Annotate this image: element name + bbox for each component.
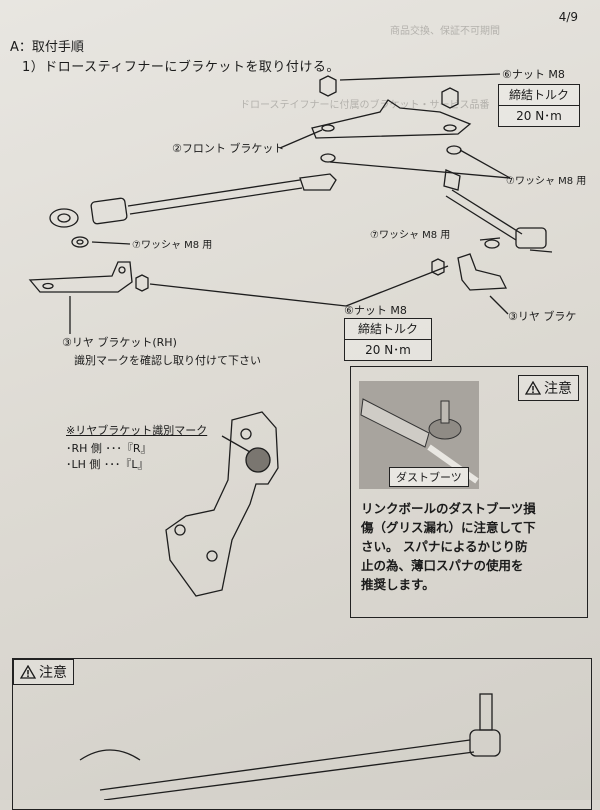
washer-label-mid: ⑦ワッシャ M8 用 [370, 230, 451, 241]
caution-line: リンクボールのダストブーツ損 [361, 501, 536, 516]
caution-body: リンクボールのダストブーツ損 傷（グリス漏れ）に注意して下 さい。 スパナによる… [361, 499, 581, 594]
step-instruction: 1）ドロースティフナーにブラケットを取り付ける。 [22, 60, 340, 75]
caution-line: 止の為、薄口スパナの使用を [361, 558, 524, 573]
warning-icon [525, 381, 541, 395]
bleed-text: 商品交換、保証不可期間 [390, 26, 500, 37]
dust-boot-label: ダストブーツ [389, 467, 469, 487]
page-number: 4/9 [558, 10, 578, 24]
nut-label-top: ⑥ナット M8 [502, 68, 565, 81]
torque-value: 20 N･m [345, 339, 431, 360]
lh-side-mark: ･LH 側 ･･･『L』 [66, 458, 149, 471]
bleed-text: ドローステイフナーに付属のブラケット・サービス品番 [240, 100, 490, 111]
caution-box-bottom: 注意 [12, 658, 592, 810]
torque-title: 締結トルク [508, 88, 569, 102]
washer-label-right: ⑦ワッシャ M8 用 [506, 176, 587, 187]
torque-value: 20 N･m [499, 105, 579, 126]
torque-box-top: 締結トルク 20 N･m [498, 84, 580, 127]
confirm-mark-note: 識別マークを確認し取り付けて下さい [74, 354, 261, 367]
washer-label-left: ⑦ワッシャ M8 用 [132, 240, 213, 251]
caution-box: 注意 ダストブーツ リンクボールのダストブーツ損 傷（グリス漏れ）に注意して下 … [350, 366, 588, 618]
caution-line: 推奨します。 [361, 577, 435, 592]
nut-label-bottom: ⑥ナット M8 [344, 304, 407, 317]
caution-title: 注意 [39, 665, 67, 681]
caution-line: 傷（グリス漏れ）に注意して下 [361, 520, 536, 535]
caution-title: 注意 [544, 381, 572, 397]
nut-top-right [441, 87, 459, 109]
torque-box-bottom: 締結トルク 20 N･m [344, 318, 432, 361]
section-title: A：取付手順 [10, 40, 84, 55]
front-bracket-shape [311, 99, 472, 139]
warning-icon [20, 665, 36, 679]
photo-sketch [360, 398, 479, 484]
caution-header: 注意 [13, 659, 74, 685]
rear-bracket-rh-label: ③リヤ ブラケット(RH) [62, 336, 177, 349]
id-mark-title: ※リヤブラケット識別マーク [66, 424, 208, 437]
caution-line: さい。 スパナによるかじり防 [361, 539, 528, 554]
nut-top-left [319, 75, 337, 97]
rear-bracket-label-right: ③リヤ ブラケ [508, 310, 577, 323]
front-bracket-label: ②フロント ブラケット [172, 142, 285, 155]
caution-header: 注意 [518, 375, 579, 401]
torque-title: 締結トルク [357, 322, 418, 336]
rh-side-mark: ･RH 側 ･･･『R』 [66, 442, 152, 455]
